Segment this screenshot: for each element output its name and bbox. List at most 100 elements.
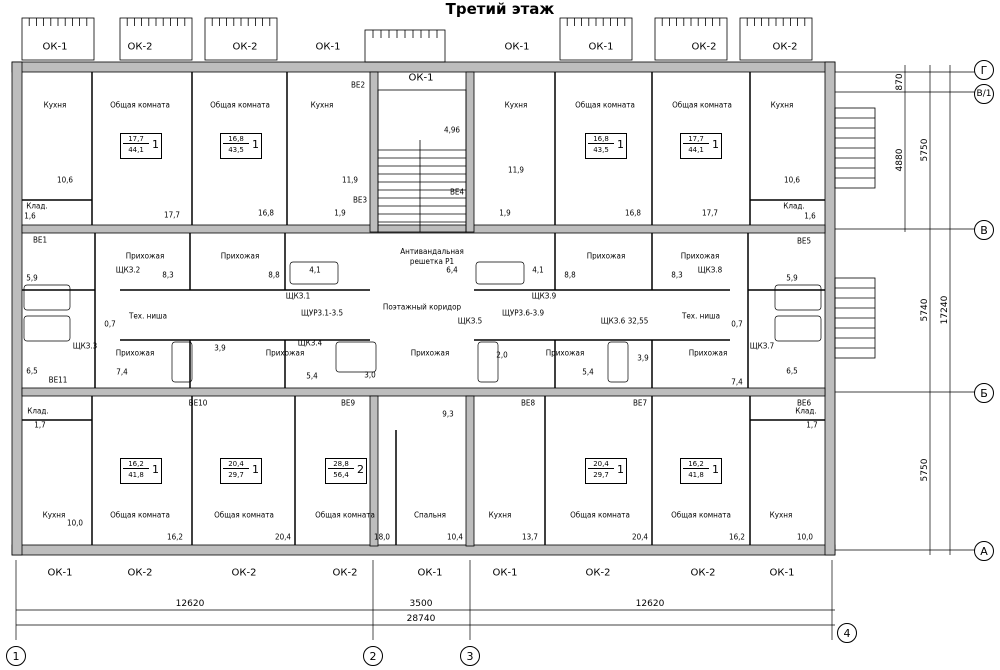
tag-living-area: 16,2 xyxy=(123,460,149,469)
bathtub xyxy=(23,284,71,311)
room-area: 1,7 xyxy=(34,420,46,430)
room-label: Кухня xyxy=(504,100,528,110)
window-bottom-4: ОК-2 xyxy=(332,567,358,579)
window-top-3: ОК-2 xyxy=(232,41,258,53)
axis-marker-1: 1 xyxy=(6,646,26,666)
riser-label: ВЕ4 xyxy=(449,187,465,197)
corridor-label: Поэтажный коридор xyxy=(382,302,462,312)
bath-area: 4,1 xyxy=(532,265,544,275)
room-label: Кухня xyxy=(770,100,794,110)
tag-total-area: 41,8 xyxy=(688,471,704,479)
axis-marker-3: 3 xyxy=(460,646,480,666)
tag-total-area: 43,5 xyxy=(228,146,244,154)
room-area: 8,8 xyxy=(268,270,280,280)
room-label: Прихожая xyxy=(680,251,720,261)
room-area: 7,4 xyxy=(731,377,743,387)
grille-label: Антивандальная решетка Р1 xyxy=(400,247,464,266)
panel-label: ЩКЗ.3 xyxy=(72,341,98,351)
room-area: 0,7 xyxy=(104,319,116,329)
room-area: 1,7 xyxy=(806,420,818,430)
dim-right: 12620 xyxy=(635,599,665,609)
room-area: 9,3 xyxy=(442,409,454,419)
room-label: Прихожая xyxy=(115,348,155,358)
room-label: Спальня xyxy=(413,510,447,520)
room-area: 16,8 xyxy=(624,208,642,218)
room-label: Кухня xyxy=(42,510,66,520)
bath-area: 5,9 xyxy=(786,273,798,283)
corridor-area: 32,55 xyxy=(627,316,649,326)
panel-label: ЩКЗ.4 xyxy=(297,338,323,348)
room-area: 16,2 xyxy=(728,532,746,542)
dim-5740: 5740 xyxy=(920,298,930,322)
window-bottom-8: ОК-2 xyxy=(690,567,716,579)
window-top-5: ОК-1 xyxy=(504,41,530,53)
wall-right xyxy=(824,61,836,556)
room-label: Прихожая xyxy=(125,251,165,261)
window-top-4: ОК-1 xyxy=(315,41,341,53)
room-label: Клад. xyxy=(795,406,817,416)
bath-area: 6,5 xyxy=(26,366,38,376)
dim-5750-bottom: 5750 xyxy=(920,458,930,482)
window-top-6: ОК-1 xyxy=(588,41,614,53)
bath-area: 1,9 xyxy=(499,208,511,218)
riser-label: ВЕ1 xyxy=(32,235,48,245)
bath-area: 6,5 xyxy=(786,366,798,376)
room-label: Общая комната xyxy=(110,100,170,110)
tag-living-area: 16,2 xyxy=(683,460,709,469)
riser-label: ВЕ11 xyxy=(48,375,68,385)
tag-living-area: 20,4 xyxy=(588,460,614,469)
panel-label: ЩКЗ.8 xyxy=(697,265,723,275)
dim-870: 870 xyxy=(895,73,905,91)
room-area: 5,4 xyxy=(306,371,318,381)
bathtub xyxy=(477,341,499,383)
room-area: 10,4 xyxy=(446,532,464,542)
tag-total-area: 56,4 xyxy=(333,471,349,479)
room-label: Общая комната xyxy=(110,510,170,520)
tag-total-area: 44,1 xyxy=(688,146,704,154)
window-bottom-1: ОК-1 xyxy=(47,567,73,579)
window-stair: ОК-1 xyxy=(408,72,434,84)
room-label: Клад. xyxy=(783,201,805,211)
room-area: 10,6 xyxy=(56,175,74,185)
panel-label: ЩКЗ.7 xyxy=(749,341,775,351)
tag-room-count: 1 xyxy=(152,138,159,151)
room-area: 20,4 xyxy=(631,532,649,542)
room-label: Клад. xyxy=(27,406,49,416)
room-label: Тех. ниша xyxy=(128,311,168,321)
room-label: Кухня xyxy=(769,510,793,520)
window-bottom-7: ОК-2 xyxy=(585,567,611,579)
window-top-8: ОК-2 xyxy=(772,41,798,53)
tag-total-area: 29,7 xyxy=(593,471,609,479)
wall-axis-b xyxy=(21,387,826,397)
tag-living-area: 17,7 xyxy=(123,135,149,144)
bathtub xyxy=(475,261,525,285)
room-area: 10,6 xyxy=(783,175,801,185)
room-area: 16,2 xyxy=(166,532,184,542)
window-top-2: ОК-2 xyxy=(127,41,153,53)
room-label: Кухня xyxy=(488,510,512,520)
room-label: Общая комната xyxy=(672,100,732,110)
wall-axis-3 xyxy=(465,395,475,547)
tag-room-count: 1 xyxy=(712,138,719,151)
bath-area: 2,0 xyxy=(496,350,508,360)
dim-17240: 17240 xyxy=(940,295,950,325)
axis-marker-a: А xyxy=(974,541,994,561)
riser-label: ВЕ7 xyxy=(632,398,648,408)
bathtub xyxy=(774,315,822,342)
panel-label: ЩКЗ.5 xyxy=(457,316,483,326)
staircase xyxy=(377,89,467,233)
room-label: Общая комната xyxy=(570,510,630,520)
panel-label: ЩКЗ.6 xyxy=(600,316,626,326)
bathtub xyxy=(289,261,339,285)
bathtub xyxy=(23,315,71,342)
riser-label: ВЕ10 xyxy=(188,398,208,408)
bathtub xyxy=(607,341,629,383)
room-label: Прихожая xyxy=(586,251,626,261)
